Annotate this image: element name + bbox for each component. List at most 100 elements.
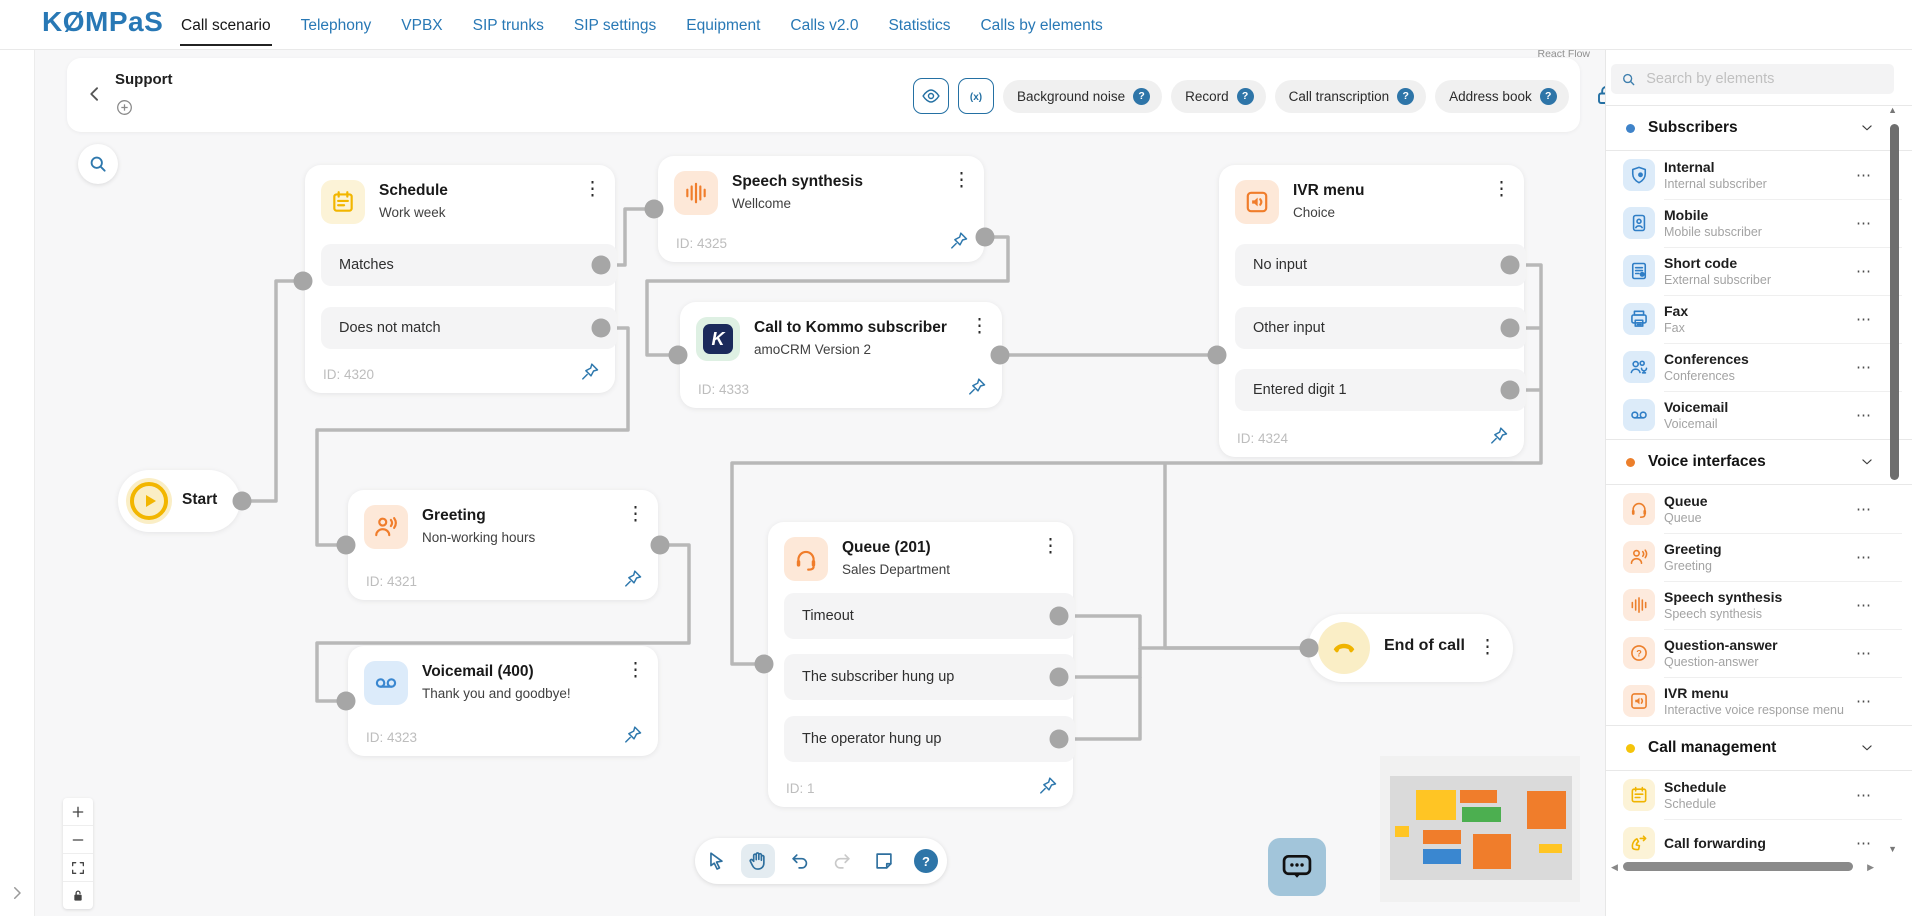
pin-icon[interactable] <box>623 569 645 591</box>
node-output-row[interactable]: Does not match <box>321 307 617 349</box>
pin-icon[interactable] <box>1038 776 1060 798</box>
nav-tab-equipment[interactable]: Equipment <box>686 17 761 34</box>
nav-tab-calls-by-elements[interactable]: Calls by elements <box>980 17 1103 34</box>
expand-panel-button[interactable] <box>8 884 26 902</box>
node-menu-button[interactable]: ⋮ <box>626 504 645 525</box>
section-header-voice-interfaces[interactable]: Voice interfaces <box>1606 440 1912 484</box>
badge-record[interactable]: Record? <box>1171 79 1266 113</box>
variables-toggle-button[interactable]: (x) <box>958 78 994 114</box>
horizontal-scrollbar[interactable] <box>1623 862 1853 871</box>
node-menu-button[interactable]: ⋮ <box>583 179 602 200</box>
pin-icon[interactable] <box>1489 426 1511 448</box>
section-header-subscribers[interactable]: Subscribers <box>1606 106 1912 150</box>
minus-zoom-button[interactable] <box>63 826 93 854</box>
node-output-row[interactable]: Other input <box>1235 307 1526 349</box>
item-menu-button[interactable]: ⋯ <box>1856 835 1872 852</box>
help-icon[interactable]: ? <box>1133 87 1151 105</box>
section-header-call-management[interactable]: Call management <box>1606 726 1912 770</box>
item-menu-button[interactable]: ⋯ <box>1856 359 1872 376</box>
eye-toggle-button[interactable] <box>913 78 949 114</box>
redo-tool-button[interactable] <box>825 844 859 878</box>
item-menu-button[interactable]: ⋯ <box>1856 263 1872 280</box>
undo-tool-button[interactable] <box>783 844 817 878</box>
scrollbar-left-arrow[interactable]: ◀ <box>1611 862 1618 872</box>
node-menu-button[interactable]: ⋮ <box>952 170 971 191</box>
vertical-scrollbar[interactable] <box>1890 124 1899 480</box>
badge-address-book[interactable]: Address book? <box>1435 79 1569 113</box>
badge-background-noise[interactable]: Background noise? <box>1003 79 1163 113</box>
node-output-row[interactable]: The operator hung up <box>784 716 1075 762</box>
nav-tab-calls-v2-0[interactable]: Calls v2.0 <box>790 17 859 34</box>
item-menu-button[interactable]: ⋯ <box>1856 645 1872 662</box>
nav-tab-statistics[interactable]: Statistics <box>888 17 951 34</box>
scrollbar-up-arrow[interactable]: ▲ <box>1888 105 1897 115</box>
item-menu-button[interactable]: ⋯ <box>1856 549 1872 566</box>
item-menu-button[interactable]: ⋯ <box>1856 501 1872 518</box>
badge-call-transcription[interactable]: Call transcription? <box>1274 79 1427 113</box>
node-menu-button[interactable]: ⋮ <box>626 660 645 681</box>
help-icon[interactable]: ? <box>1236 87 1254 105</box>
search-input[interactable] <box>1644 70 1884 88</box>
node-menu-button[interactable]: ⋮ <box>1041 536 1060 557</box>
minimap[interactable] <box>1380 756 1580 902</box>
item-menu-button[interactable]: ⋯ <box>1856 407 1872 424</box>
scrollbar-right-arrow[interactable]: ▶ <box>1867 862 1874 872</box>
item-menu-button[interactable]: ⋯ <box>1856 787 1872 804</box>
nav-tab-vpbx[interactable]: VPBX <box>401 17 443 34</box>
item-menu-button[interactable]: ⋯ <box>1856 597 1872 614</box>
sidebar-item-call-forwarding[interactable]: Call forwarding⋯ <box>1606 819 1912 867</box>
node-output-row[interactable]: Timeout <box>784 593 1075 639</box>
item-menu-button[interactable]: ⋯ <box>1856 693 1872 710</box>
pin-icon[interactable] <box>967 377 989 399</box>
end-of-call-node[interactable]: End of call ⋮ <box>1308 614 1513 682</box>
pointer-tool-button[interactable] <box>699 844 733 878</box>
node-menu-button[interactable]: ⋮ <box>1492 179 1511 200</box>
hand-tool-button[interactable] <box>741 844 775 878</box>
support-chat-button[interactable] <box>1268 838 1326 896</box>
nav-tab-call-scenario[interactable]: Call scenario <box>180 3 272 46</box>
pin-icon[interactable] <box>949 231 971 253</box>
help-icon[interactable]: ? <box>1397 87 1415 105</box>
sidebar-search[interactable] <box>1611 64 1894 94</box>
lock-open-zoom-button[interactable] <box>63 882 93 909</box>
node-output-row[interactable]: Entered digit 1 <box>1235 369 1526 411</box>
fit-zoom-button[interactable] <box>63 854 93 882</box>
start-node[interactable]: Start <box>118 470 240 532</box>
item-menu-button[interactable]: ⋯ <box>1856 311 1872 328</box>
pin-icon[interactable] <box>623 725 645 747</box>
scrollbar-down-arrow[interactable]: ▼ <box>1888 844 1897 854</box>
nav-tab-sip-trunks[interactable]: SIP trunks <box>472 17 544 34</box>
pin-icon[interactable] <box>580 362 602 384</box>
node-output-row[interactable]: The subscriber hung up <box>784 654 1075 700</box>
note-tool-button[interactable] <box>867 844 901 878</box>
nav-tab-sip-settings[interactable]: SIP settings <box>573 17 657 34</box>
help-icon[interactable]: ? <box>1539 87 1557 105</box>
flow-node-voicemail[interactable]: Voicemail (400)Thank you and goodbye!⋮ID… <box>348 646 658 756</box>
add-element-button[interactable] <box>115 98 134 117</box>
node-menu-button[interactable]: ⋮ <box>970 316 989 337</box>
back-button[interactable] <box>85 84 105 104</box>
plus-zoom-button[interactable] <box>63 798 93 826</box>
nav-tab-telephony[interactable]: Telephony <box>300 17 372 34</box>
item-menu-button[interactable]: ⋯ <box>1856 215 1872 232</box>
item-menu-button[interactable]: ⋯ <box>1856 167 1872 184</box>
node-menu-button[interactable]: ⋮ <box>1478 637 1497 658</box>
